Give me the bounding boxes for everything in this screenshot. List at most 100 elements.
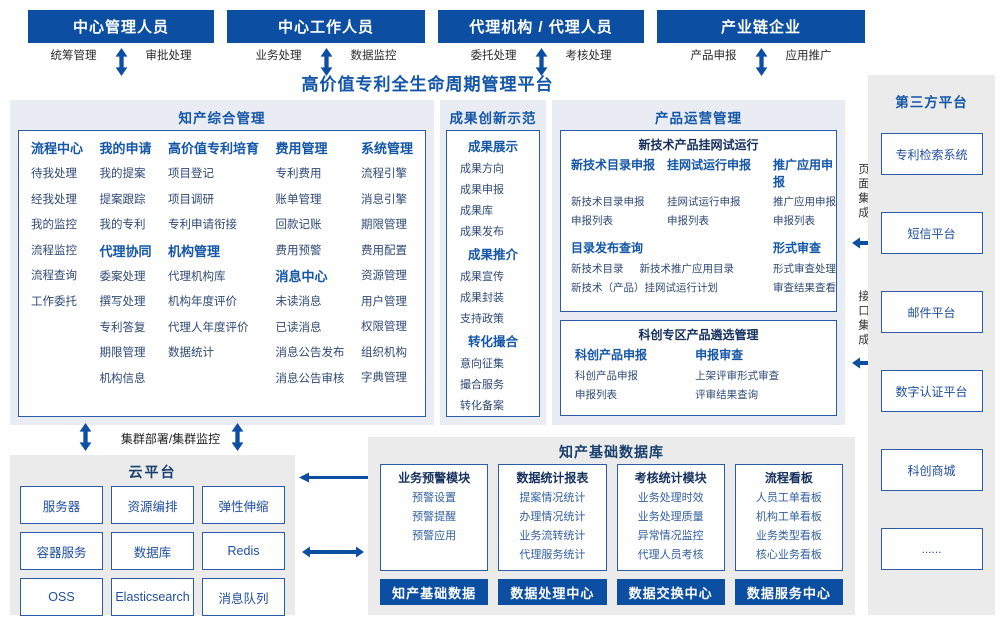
actor-title: 中心管理人员: [28, 10, 214, 43]
menu-item: 成果申报: [460, 184, 504, 196]
section-header: 我的申请: [99, 141, 152, 156]
menu-item: 委案处理: [99, 270, 146, 283]
menu-item: 提案跟踪: [99, 193, 146, 206]
panel-title: 第三方平台: [895, 95, 968, 110]
menu-item: 预警应用: [412, 530, 457, 542]
menu-group: 推广应用申报推广应用申报申报列表: [773, 157, 836, 231]
cluster-label: 集群部署/集群监控: [120, 432, 221, 446]
menu-item: 核心业务看板: [755, 549, 822, 561]
actor-right-label: 应用推广: [785, 50, 832, 62]
menu-item: 待我处理: [31, 168, 77, 180]
ip-management-box: 流程中心待我处理经我处理我的监控流程监控流程查询工作委托我的申请我的提案提案跟踪…: [18, 130, 426, 417]
menu-item: 成果发布: [460, 226, 504, 238]
menu-item: 已读消息: [275, 321, 322, 334]
menu-item: 流程查询: [31, 270, 77, 282]
menu-item: 成果封装: [460, 292, 504, 304]
menu-item: 挂网试运行申报: [667, 196, 741, 208]
menu-item: 审查结果查看: [773, 281, 836, 294]
section-header: 高价值专利培育: [168, 141, 260, 156]
cloud-service-box: OSS: [20, 578, 103, 616]
section-header: 消息中心: [275, 269, 328, 284]
menu-item: 数据统计: [168, 347, 214, 359]
menu-item: 成果库: [460, 205, 493, 217]
third-party-system-box: 短信平台: [880, 212, 983, 254]
cloud-service-box: Redis: [202, 532, 285, 570]
menu-item: 撰写处理: [99, 296, 146, 308]
subbox-sci-innovation: 科创专区产品遴选管理科创产品申报科创产品申报申报列表申报审查上架评审形式审查评审…: [560, 320, 837, 416]
menu-item: 新技术目录: [571, 262, 624, 275]
menu-item: 专利申请衔接: [168, 219, 237, 231]
cloud-service-box: 服务器: [20, 486, 103, 524]
achievement-box: 成果展示成果方向成果申报成果库成果发布成果推介成果宣传成果封装支持政策转化撮合意…: [446, 130, 540, 417]
menu-column: 系统管理流程引擎消息引擎期限管理费用配置资源管理用户管理权限管理组织机构字典管理: [361, 136, 413, 392]
menu-item: 我的提案: [99, 168, 146, 180]
menu-item: 办理情况统计: [519, 511, 586, 523]
menu-item: 预警设置: [412, 492, 457, 504]
third-party-system-box: 科创商城: [880, 449, 983, 491]
menu-items: 新技术目录新技术推广应用目录新技术（产品）挂网试运行计划: [571, 260, 767, 298]
menu-item: 撮合服务: [460, 379, 504, 391]
menu-item: 新技术推广应用目录: [639, 262, 735, 275]
menu-item: 成果方向: [460, 163, 504, 175]
data-module: 业务预警模块预警设置预警提醒预警应用知产基础数据: [380, 464, 489, 605]
data-module-box: 业务预警模块预警设置预警提醒预警应用: [380, 464, 489, 571]
menu-item: 未读消息: [275, 296, 322, 308]
third-party-system-box: 数字认证平台: [880, 370, 983, 412]
api-integration-label: 接口集成: [857, 290, 869, 348]
section-header: 推广应用申报: [773, 158, 834, 189]
menu-item: 我的监控: [31, 219, 77, 231]
menu-item: 消息公告审核: [275, 372, 345, 385]
double-arrow-vertical-icon: [231, 423, 244, 451]
menu-item: 业务类型看板: [755, 530, 822, 542]
menu-item: 申报列表: [667, 215, 709, 227]
menu-item: 工作委托: [31, 295, 77, 308]
section-header: 科创产品申报: [575, 348, 648, 362]
panel-title: 知产基础数据库: [559, 444, 664, 460]
section-header: 考核统计模块: [634, 471, 707, 485]
menu-item: 意向征集: [460, 358, 504, 370]
menu-item: 流程监控: [31, 244, 77, 257]
third-party-system-box: 邮件平台: [880, 291, 983, 333]
menu-items: 形式审查处理审查结果查看: [773, 260, 836, 298]
menu-item: 申报列表: [773, 215, 815, 227]
menu-item: 人员工单看板: [755, 492, 822, 504]
actor: 中心管理人员统筹管理审批处理: [28, 10, 214, 76]
actor-right-label: 考核处理: [565, 50, 612, 62]
actor-title: 产业链企业: [657, 10, 865, 43]
menu-group: 科创产品申报科创产品申报申报列表: [575, 347, 669, 405]
actor-labels: 业务处理数据监控: [227, 48, 425, 76]
menu-item: 业务处理时效: [637, 492, 704, 504]
menu-item: 异常情况监控: [637, 530, 704, 542]
menu-column: 高价值专利培育项目登记项目调研专利申请衔接机构管理代理机构库机构年度评价代理人年…: [168, 136, 259, 392]
menu-item: 转化备案: [460, 400, 504, 412]
actor: 中心工作人员业务处理数据监控: [227, 10, 425, 76]
menu-item: 账单管理: [275, 193, 322, 206]
menu-item: 资源管理: [360, 270, 407, 282]
data-center-button: 数据交换中心: [616, 579, 725, 605]
actor-left-label: 委托处理: [470, 50, 517, 62]
double-arrow-vertical-icon: [79, 423, 92, 451]
menu-item: 消息公告发布: [275, 347, 345, 359]
third-party-systems: 专利检索系统短信平台邮件平台数字认证平台科创商城......: [868, 133, 995, 570]
menu-item: 申报列表: [571, 215, 613, 227]
panel-title: 云平台: [128, 464, 177, 480]
menu-column: 我的申请我的提案提案跟踪我的专利代理协同委案处理撰写处理专利答复期限管理机构信息: [100, 136, 152, 392]
data-module: 考核统计模块业务处理时效业务处理质量异常情况监控代理人员考核数据交换中心: [616, 464, 725, 605]
section-header: 流程看板: [764, 471, 813, 485]
section-header: 形式审查: [773, 241, 822, 255]
menu-item: 代理机构库: [168, 270, 226, 283]
menu-item: 代理人年度评价: [168, 321, 249, 334]
data-center-button: 数据服务中心: [734, 579, 843, 605]
menu-item: 机构年度评价: [168, 296, 237, 308]
menu-item: 费用配置: [360, 244, 407, 257]
subbox-groups: 新技术目录申报新技术目录申报申报列表挂网试运行申报挂网试运行申报申报列表推广应用…: [571, 157, 836, 298]
menu-items: 上架评审形式审查评审结果查询: [695, 367, 822, 405]
menu-item: 机构信息: [99, 372, 146, 385]
menu-column: 流程中心待我处理经我处理我的监控流程监控流程查询工作委托: [31, 136, 83, 392]
menu-item: 形式审查处理: [773, 262, 836, 275]
data-center-button: 知产基础数据: [380, 579, 489, 605]
section-header: 代理协同: [99, 243, 152, 259]
section-header: 申报审查: [695, 348, 744, 362]
menu-group: 挂网试运行申报挂网试运行申报申报列表: [667, 157, 767, 231]
